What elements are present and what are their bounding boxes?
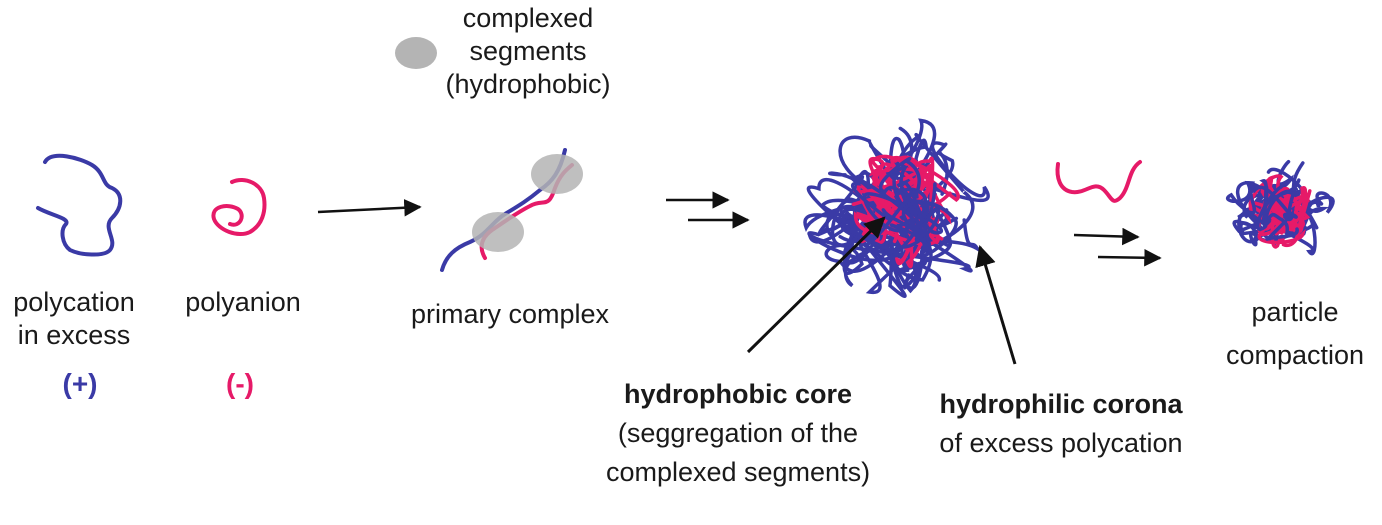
core-label-title: hydrophobic core [623, 379, 853, 409]
polyanion-chain [211, 178, 267, 237]
compact-polycation-strand [1262, 187, 1299, 241]
primary-complex [440, 148, 583, 272]
core-label-line2: (seggregation of the [617, 418, 859, 448]
corona-label-title: hydrophilic corona [939, 389, 1183, 419]
polycation-chain [36, 153, 123, 257]
complexed-label-line3: (hydrophobic) [445, 69, 611, 99]
complexed-label-line1: complexed [462, 3, 594, 33]
complexed-segments-label: complexed segments (hydrophobic) [428, 2, 628, 101]
particle-polycation-strand [828, 141, 990, 213]
complexed-segment-upper [531, 154, 583, 194]
complexed-segment-lower [472, 212, 524, 252]
primary-complex-label: primary complex [410, 299, 610, 329]
arrow-to-compaction-upper [1073, 227, 1140, 246]
hydrophobic-core-label: hydrophobic core (seggregation of the co… [578, 378, 898, 489]
arrow-to-primary-complex [317, 199, 422, 217]
particle-compaction-label: particle compaction [1210, 296, 1380, 372]
complexed-label-line2: segments [469, 36, 587, 66]
particle-polycation-strand [865, 157, 937, 247]
polycation-sign: (+) [62, 368, 98, 399]
particle-label-line1: particle [1251, 297, 1339, 327]
polyanion-label: polyanion [185, 287, 301, 317]
added-polyanion-chain [1055, 160, 1142, 203]
polyanion-sign: (-) [226, 368, 254, 399]
particle-polycation-strand [863, 200, 929, 256]
compact-polycation-strand [1259, 179, 1298, 238]
arrow-to-compaction-lower [1097, 248, 1162, 267]
core-pointer-arrow [746, 216, 886, 354]
corona-pointer-arrow [975, 244, 1017, 365]
polycation-label: polycation in excess [0, 286, 154, 352]
compacted-particle [1226, 159, 1335, 256]
polycation-label-line1: polycation [13, 287, 135, 317]
polycation-label-line2: in excess [17, 320, 131, 350]
corona-label-line2: of excess polycation [939, 428, 1183, 458]
complexed-segment-legend [395, 37, 437, 69]
core-label-line3: complexed segments) [605, 457, 871, 487]
particle-label-line2: compaction [1225, 340, 1365, 370]
hydrophilic-corona-label: hydrophilic corona of excess polycation [906, 388, 1216, 460]
